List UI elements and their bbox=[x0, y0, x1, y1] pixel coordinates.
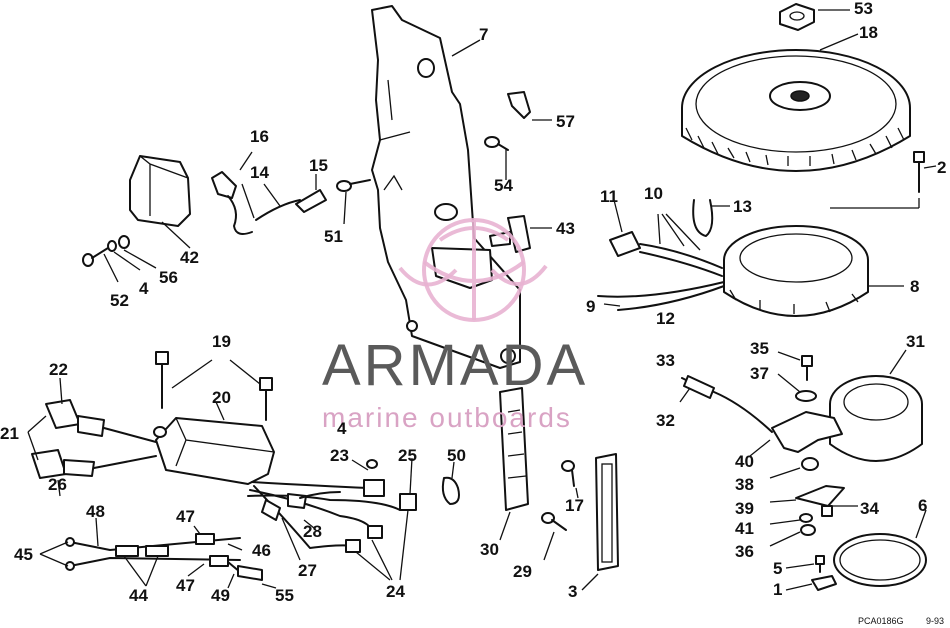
boot-16 bbox=[211, 151, 253, 235]
callout: 33 bbox=[656, 351, 675, 370]
retaining-ring-6 bbox=[833, 509, 927, 587]
screw-54 bbox=[484, 136, 509, 180]
screw-51 bbox=[336, 179, 371, 225]
clip-43 bbox=[489, 215, 552, 253]
callout: 54 bbox=[494, 176, 513, 195]
callout: 13 bbox=[733, 197, 752, 216]
nut-53 bbox=[779, 3, 850, 31]
callout: 27 bbox=[298, 561, 317, 580]
screw-17 bbox=[561, 460, 579, 499]
screw-5-clip-1 bbox=[785, 555, 837, 591]
callout: 34 bbox=[860, 499, 879, 518]
armplate-40 bbox=[679, 375, 843, 457]
callout: 26 bbox=[48, 475, 67, 494]
callout: 4 bbox=[139, 279, 149, 298]
watermark-tagline: marine outboards bbox=[322, 402, 572, 433]
clamp-50 bbox=[441, 461, 460, 505]
callout: 45 bbox=[14, 545, 33, 564]
callout: 29 bbox=[513, 562, 532, 581]
stator-8 bbox=[723, 225, 904, 317]
callout: 36 bbox=[735, 542, 754, 561]
callout: 14 bbox=[250, 163, 269, 182]
callout: 20 bbox=[212, 388, 231, 407]
callout: 10 bbox=[644, 184, 663, 203]
callout: 48 bbox=[86, 502, 105, 521]
callout: 18 bbox=[859, 23, 878, 42]
callout: 5 bbox=[773, 559, 783, 578]
connectors-22-26 bbox=[27, 377, 157, 497]
harness-44-48 bbox=[39, 517, 277, 589]
callout: 22 bbox=[49, 360, 68, 379]
timer-base-31 bbox=[829, 349, 923, 462]
drawing-code: PCA0186G bbox=[858, 616, 904, 626]
watermark-brand: ARMADA bbox=[322, 333, 589, 398]
callout: 19 bbox=[212, 332, 231, 351]
callout: 41 bbox=[735, 519, 754, 538]
screw-29 bbox=[541, 512, 567, 561]
callout: 37 bbox=[750, 364, 769, 383]
power-pack-20 bbox=[153, 401, 275, 485]
callout: 43 bbox=[556, 219, 575, 238]
screw-35-washer-37 bbox=[777, 351, 817, 402]
callout: 7 bbox=[479, 25, 489, 44]
link-hardware bbox=[769, 457, 858, 547]
callout: 23 bbox=[330, 446, 349, 465]
callout: 46 bbox=[252, 541, 271, 560]
drawing-date: 9-93 bbox=[926, 616, 945, 626]
screw-2 bbox=[830, 151, 937, 209]
callout: 55 bbox=[275, 586, 294, 605]
callout: 49 bbox=[211, 586, 230, 605]
callout: 30 bbox=[480, 540, 499, 559]
clip-57 bbox=[507, 91, 552, 121]
callout: 24 bbox=[386, 582, 405, 601]
callout: 53 bbox=[854, 0, 873, 18]
callout: 15 bbox=[309, 156, 328, 175]
ignition-coil-42 bbox=[129, 155, 191, 249]
callout: 52 bbox=[110, 291, 129, 310]
cover-3 bbox=[581, 453, 619, 591]
callout: 57 bbox=[556, 112, 575, 131]
callout: 42 bbox=[180, 248, 199, 267]
callout: 6 bbox=[918, 496, 928, 515]
callout: 16 bbox=[250, 127, 269, 146]
callout: 32 bbox=[656, 411, 675, 430]
lead-14-15 bbox=[241, 174, 327, 221]
callout: 3 bbox=[568, 582, 578, 601]
callout: 47 bbox=[176, 576, 195, 595]
callout: 44 bbox=[129, 586, 148, 605]
callout: 51 bbox=[324, 227, 343, 246]
flywheel-18 bbox=[681, 33, 911, 172]
callout: 9 bbox=[586, 297, 596, 316]
callout: 28 bbox=[303, 522, 322, 541]
callout: 1 bbox=[773, 580, 783, 599]
callout: 17 bbox=[565, 496, 584, 515]
callout: 12 bbox=[656, 309, 675, 328]
callout: 47 bbox=[176, 507, 195, 526]
callout: 40 bbox=[735, 452, 754, 471]
callout: 38 bbox=[735, 475, 754, 494]
callout: 11 bbox=[600, 187, 618, 206]
callout: 39 bbox=[735, 499, 754, 518]
watermark-logo bbox=[398, 218, 548, 322]
callout: 56 bbox=[159, 268, 178, 287]
callout: 21 bbox=[0, 424, 19, 443]
callout: 35 bbox=[750, 339, 769, 358]
callout: 4 bbox=[337, 419, 347, 438]
wires-23-24-25-27-28 bbox=[247, 457, 417, 581]
screws-19 bbox=[155, 351, 273, 421]
callout: 25 bbox=[398, 446, 417, 465]
hardware-52-4-56 bbox=[82, 235, 157, 283]
callout: 50 bbox=[447, 446, 466, 465]
rectifier-30 bbox=[499, 387, 529, 541]
callout: 8 bbox=[910, 277, 920, 296]
harness-10-11-12-13 bbox=[597, 199, 730, 311]
callout: 2 bbox=[937, 158, 947, 177]
callout: 31 bbox=[906, 332, 925, 351]
